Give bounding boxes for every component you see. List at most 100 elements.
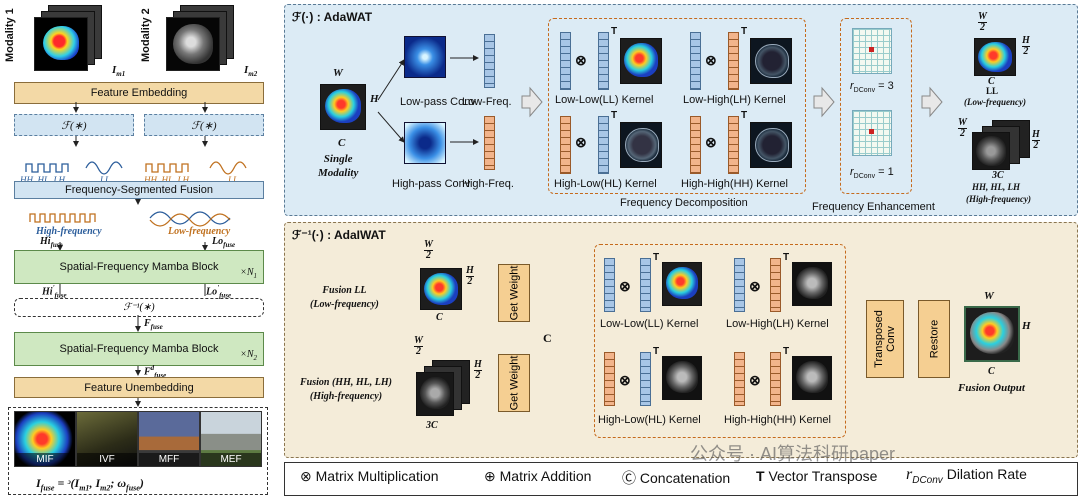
lh-kernel-vec2 <box>728 32 739 90</box>
ll-kernel-t: T <box>611 26 618 37</box>
modality1-image <box>34 17 88 71</box>
lh-kernel-label: Low-High(LH) Kernel <box>683 94 786 106</box>
inv-hl-vec1 <box>604 352 615 406</box>
inv-lh-t: T <box>783 252 790 263</box>
legend-add: ⊕ Matrix Addition <box>484 468 592 484</box>
high-pass-conv-image <box>404 122 446 164</box>
legend-transpose: T Vector Transpose <box>756 468 878 484</box>
single-modality-label: Single Modality <box>318 153 359 179</box>
feature-unembedding-block: Feature Unembedding <box>14 377 264 398</box>
hl-kernel-label: High-Low(HL) Kernel <box>554 178 657 190</box>
ll-kernel-vec1 <box>560 32 571 90</box>
finv-box: ℱ⁻¹(∗) <box>14 298 264 317</box>
watermark: 公众号 · AI算法科研paper <box>690 444 896 464</box>
dconv3-grid <box>852 28 892 74</box>
hh-output-image-1 <box>972 132 1010 170</box>
ll-kernel-vec2 <box>598 32 609 90</box>
low-pass-conv-image <box>404 36 446 78</box>
modality2-image <box>166 17 220 71</box>
get-weight-hh-box: Get Weight <box>498 354 530 412</box>
restore-box: Restore <box>918 300 950 378</box>
high-freq-vector <box>484 116 495 170</box>
inv-hh-label: High-High(HH) Kernel <box>724 414 831 426</box>
inv-hl-times: ⊗ <box>619 372 631 388</box>
legend-concat: Ⓒ Concatenation <box>622 470 731 486</box>
thumb-mff: MFF <box>138 411 200 467</box>
ffuse-label: Ffuse <box>144 318 163 331</box>
lo-fuse-label: Lofuse <box>212 236 236 249</box>
ll-output-image <box>974 38 1016 76</box>
wave-label-hh2: HH, HL, LH <box>144 175 190 185</box>
fusion-hh-image-1 <box>416 372 454 416</box>
thumbs-box <box>8 407 268 495</box>
fusion-ll-image <box>420 268 462 310</box>
out-c-label: C <box>988 366 995 377</box>
wave-label-ll1: LL <box>100 175 111 185</box>
ffuse-d-label: Fdfuse <box>144 364 167 380</box>
hh-kernel-times: ⊗ <box>705 134 717 150</box>
inv-lh-label: Low-High(LH) Kernel <box>726 318 829 330</box>
inv-hh-vec1 <box>734 352 745 406</box>
freq-enh-label: Frequency Enhancement <box>812 201 935 213</box>
inv-ll-vec2 <box>640 258 651 312</box>
thumb-mif: MIF <box>14 411 76 467</box>
fusion-output-image <box>964 306 1020 362</box>
inv-hh-image <box>792 356 832 400</box>
inv-hh-t: T <box>783 346 790 357</box>
low-pass-conv-label: Low-pass Conv <box>400 96 476 108</box>
hl-kernel-t: T <box>611 110 618 121</box>
freq-decomp-box <box>548 18 806 194</box>
sfm-block-2: Spatial-Frequency Mamba Block ×N2 <box>14 332 264 366</box>
dconv1-label: rDConv = 1 <box>850 166 894 181</box>
inv-ll-label: Low-Low(LL) Kernel <box>600 318 699 330</box>
lo-fuse-prime-label: Lo'fuse <box>206 284 232 300</box>
high-frequency-label: High-frequency <box>36 226 102 237</box>
dconv1-grid <box>852 110 892 156</box>
hl-kernel-image <box>620 122 662 168</box>
inv-lh-image <box>792 262 832 306</box>
im1-label: Im1 <box>112 64 126 79</box>
legend-mult: ⊗ Matrix Multiplication <box>300 468 439 484</box>
inv-lh-times: ⊗ <box>749 278 761 294</box>
lh-kernel-vec1 <box>690 32 701 90</box>
legend <box>284 462 1078 496</box>
inv-hh-vec2 <box>770 352 781 406</box>
inv-ll-vec1 <box>604 258 615 312</box>
single-modality-image <box>320 84 366 130</box>
matrix-add-icon: ⊕ <box>484 468 496 484</box>
ll-kernel-label: Low-Low(LL) Kernel <box>555 94 654 106</box>
hi-fuse-prime-label: Hi'fuse <box>42 284 67 300</box>
thumb-ivf: IVF <box>76 411 138 467</box>
thumb-mef: MEF <box>200 411 262 467</box>
fusion-formula: Ifuse = ᵓ(Im1, Im2; ωfuse) <box>36 476 144 493</box>
legend-dilation: rDConv Dilation Rate <box>906 466 1027 486</box>
top-c-label: C <box>338 137 346 149</box>
hh-out-desc1: HH, HL, LH <box>972 182 1020 192</box>
freq-enh-box <box>840 18 912 194</box>
inv-ll-t: T <box>653 252 660 263</box>
fop-box-2: ℱ(∗) <box>144 114 264 136</box>
ll-out-desc: (Low-frequency) <box>964 97 1026 107</box>
inv-lh-vec1 <box>734 258 745 312</box>
fop-box-1: ℱ(∗) <box>14 114 134 136</box>
hh-kernel-image <box>750 122 792 168</box>
hh-kernel-label: High-High(HH) Kernel <box>681 178 788 190</box>
concat-symbol: C <box>543 331 552 345</box>
out-h-label: H <box>1022 320 1031 332</box>
hh-kernel-vec2 <box>728 116 739 174</box>
inv-hl-t: T <box>653 346 660 357</box>
fusion-output-label: Fusion Output <box>958 382 1025 394</box>
feature-embedding-block: Feature Embedding <box>14 82 264 104</box>
inv-ll-times: ⊗ <box>619 278 631 294</box>
ll-kernel-image <box>620 38 662 84</box>
wave-label-ll2: LL <box>228 175 239 185</box>
hl-kernel-vec2 <box>598 116 609 174</box>
ll-out-c: C <box>988 76 995 87</box>
